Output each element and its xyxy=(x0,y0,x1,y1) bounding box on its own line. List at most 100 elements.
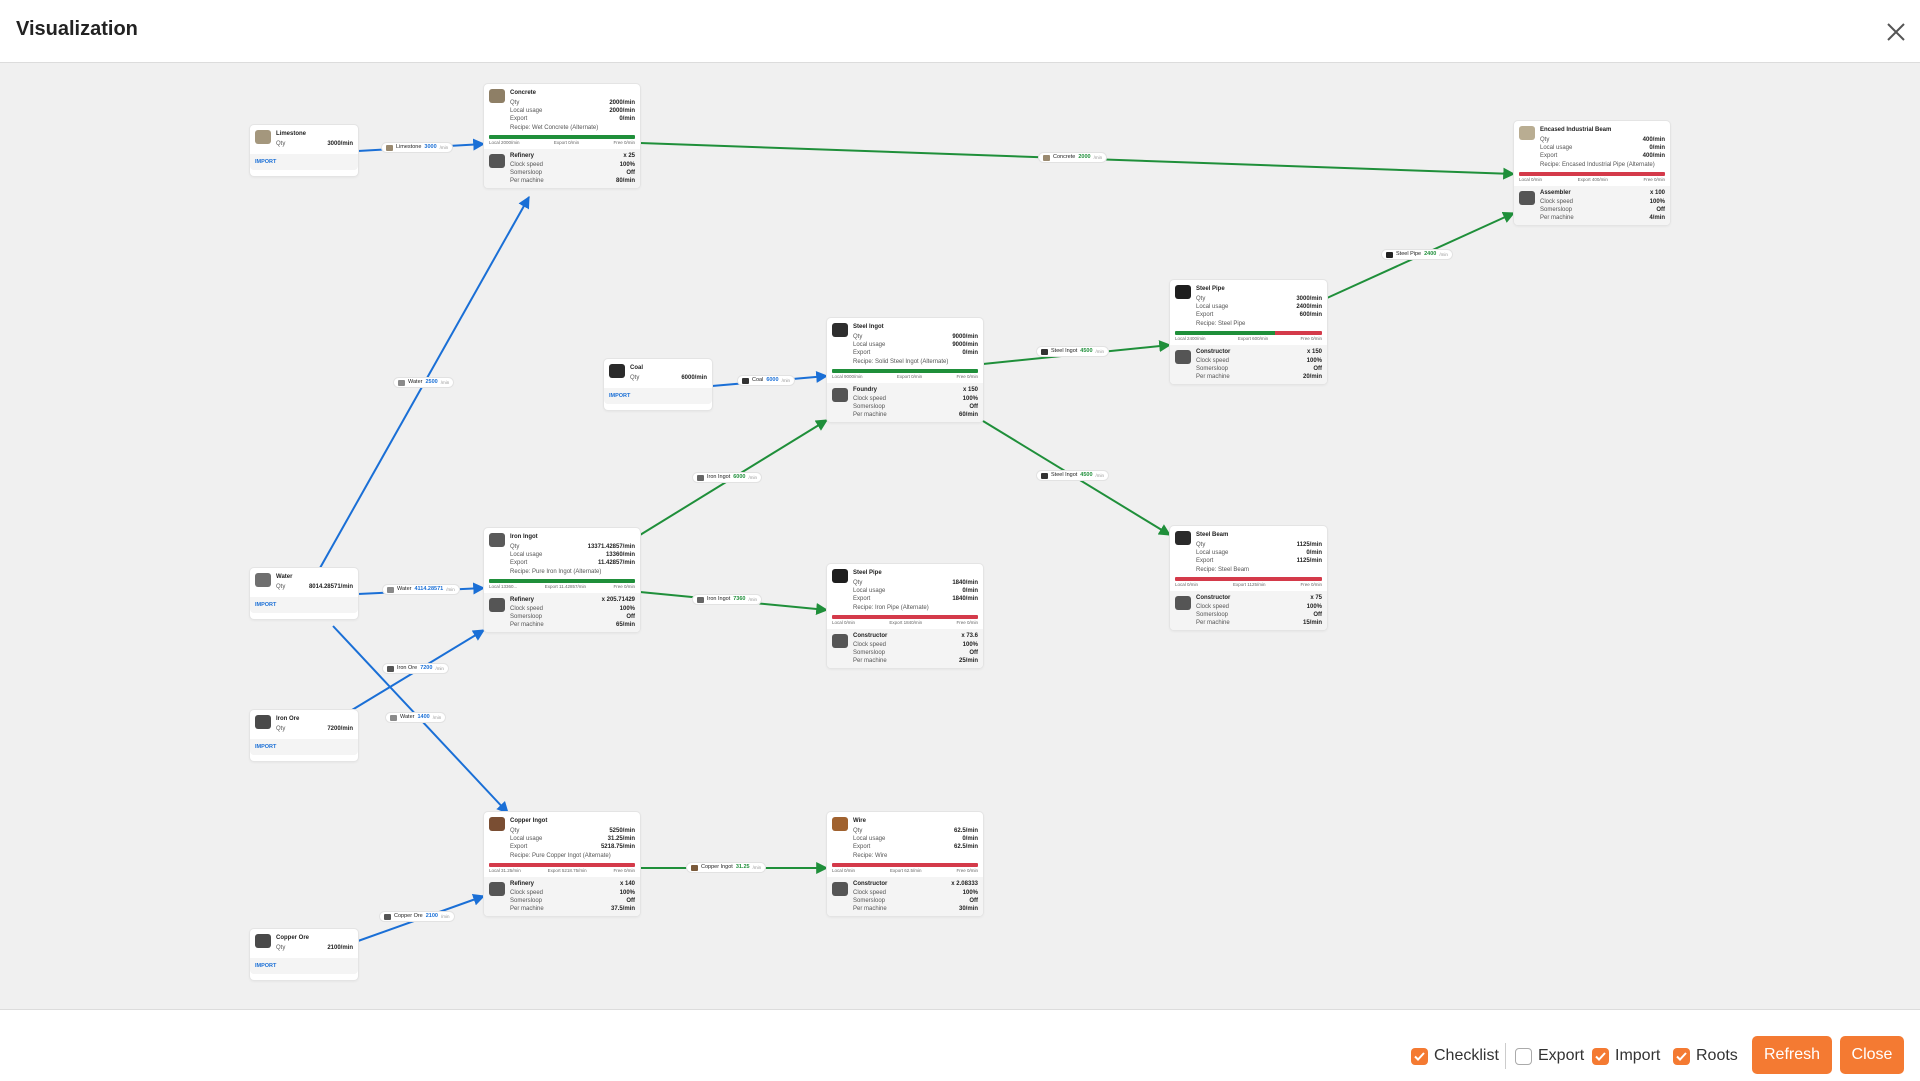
node-title: Steel Pipe xyxy=(1196,286,1225,292)
item-icon xyxy=(489,817,505,831)
concrete-icon xyxy=(1043,154,1050,161)
copper-ore-icon xyxy=(255,934,271,948)
iron-ingot-icon xyxy=(697,474,704,481)
usage-bar xyxy=(832,615,978,619)
copper-ingot-icon xyxy=(691,864,698,871)
dialog-footer: Checklist Export Import Roots Refresh Cl… xyxy=(0,1009,1920,1081)
close-icon[interactable] xyxy=(1882,18,1910,46)
node-title: Wire xyxy=(853,818,866,824)
import-button[interactable]: IMPORT xyxy=(250,958,358,974)
item-icon xyxy=(489,533,505,547)
checklist-toggle[interactable]: Checklist xyxy=(1411,1046,1499,1066)
recipe-label: Recipe: Steel Beam xyxy=(1196,567,1250,573)
item-icon xyxy=(1519,126,1535,140)
recipe-label: Recipe: Wet Concrete (Alternate) xyxy=(510,125,599,131)
usage-bar xyxy=(489,863,635,867)
recipe-label: Recipe: Wire xyxy=(853,853,888,859)
import-button[interactable]: IMPORT xyxy=(250,597,358,613)
import-button[interactable]: IMPORT xyxy=(250,154,358,170)
machine-icon xyxy=(1175,596,1191,610)
water-icon xyxy=(398,379,405,386)
usage-bar xyxy=(1519,172,1665,176)
water-icon xyxy=(387,586,394,593)
recipe-label: Recipe: Pure Copper Ingot (Alternate) xyxy=(510,853,611,859)
coal-icon xyxy=(742,377,749,384)
node-title: Encased Industrial Beam xyxy=(1540,127,1612,133)
recipe-label: Recipe: Steel Pipe xyxy=(1196,321,1246,327)
recipe-label: Recipe: Encased Industrial Pipe (Alterna… xyxy=(1540,162,1655,168)
usage-bar xyxy=(1175,331,1322,335)
import-toggle[interactable]: Import xyxy=(1592,1046,1660,1066)
dialog-title: Visualization xyxy=(16,18,138,40)
iron-ingot-icon xyxy=(697,596,704,603)
usage-bar xyxy=(489,135,635,139)
usage-bar xyxy=(1175,577,1322,581)
coal-icon xyxy=(609,364,625,378)
checkbox-checked-icon[interactable] xyxy=(1411,1047,1428,1065)
refresh-button[interactable]: Refresh xyxy=(1752,1036,1832,1074)
dialog-header: Visualization xyxy=(0,0,1920,63)
item-icon xyxy=(1175,285,1191,299)
roots-toggle[interactable]: Roots xyxy=(1673,1046,1738,1066)
machine-icon xyxy=(489,882,505,896)
import-button[interactable]: IMPORT xyxy=(604,388,712,404)
machine-icon xyxy=(489,598,505,612)
machine-icon xyxy=(1519,191,1535,205)
iron-ore-icon xyxy=(255,715,271,729)
usage-bar xyxy=(489,579,635,583)
recipe-label: Recipe: Solid Steel Ingot (Alternate) xyxy=(853,359,949,365)
close-button[interactable]: Close xyxy=(1840,1036,1904,1074)
checkbox-checked-icon[interactable] xyxy=(1592,1047,1609,1065)
export-toggle[interactable]: Export xyxy=(1515,1046,1584,1066)
item-icon xyxy=(832,569,848,583)
item-icon xyxy=(832,323,848,337)
machine-icon xyxy=(832,388,848,402)
node-title: Concrete xyxy=(510,90,537,96)
machine-icon xyxy=(489,154,505,168)
import-button[interactable]: IMPORT xyxy=(250,739,358,755)
checkbox-unchecked-icon[interactable] xyxy=(1515,1047,1532,1065)
node-title: Copper Ingot xyxy=(510,818,548,824)
checkbox-checked-icon[interactable] xyxy=(1673,1047,1690,1065)
usage-bar xyxy=(832,863,978,867)
